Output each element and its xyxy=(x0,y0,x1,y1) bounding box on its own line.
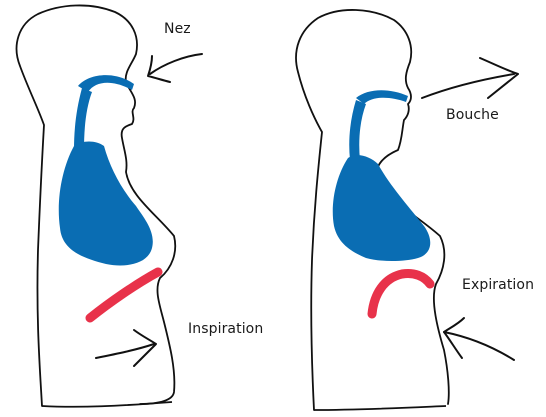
label-inhalation: Inspiration xyxy=(188,321,263,337)
label-mouth: Bouche xyxy=(446,107,499,123)
trachea-right xyxy=(349,100,366,160)
arrow-icon xyxy=(148,54,202,82)
arrow-icon xyxy=(422,58,518,98)
figure-inspiration xyxy=(17,5,202,406)
lungs-right xyxy=(333,155,430,261)
diaphragm-right xyxy=(372,273,430,314)
trachea-left xyxy=(74,88,92,150)
body-base-left xyxy=(42,402,172,407)
figure-expiration xyxy=(296,10,518,410)
body-base-right xyxy=(314,406,446,410)
arrow-icon xyxy=(444,318,514,360)
label-nose: Nez xyxy=(164,21,191,37)
arrow-icon xyxy=(96,330,156,366)
lungs-left xyxy=(59,142,153,266)
diaphragm-left xyxy=(90,272,158,318)
airway-right xyxy=(356,90,408,104)
label-exhalation: Expiration xyxy=(462,277,534,293)
